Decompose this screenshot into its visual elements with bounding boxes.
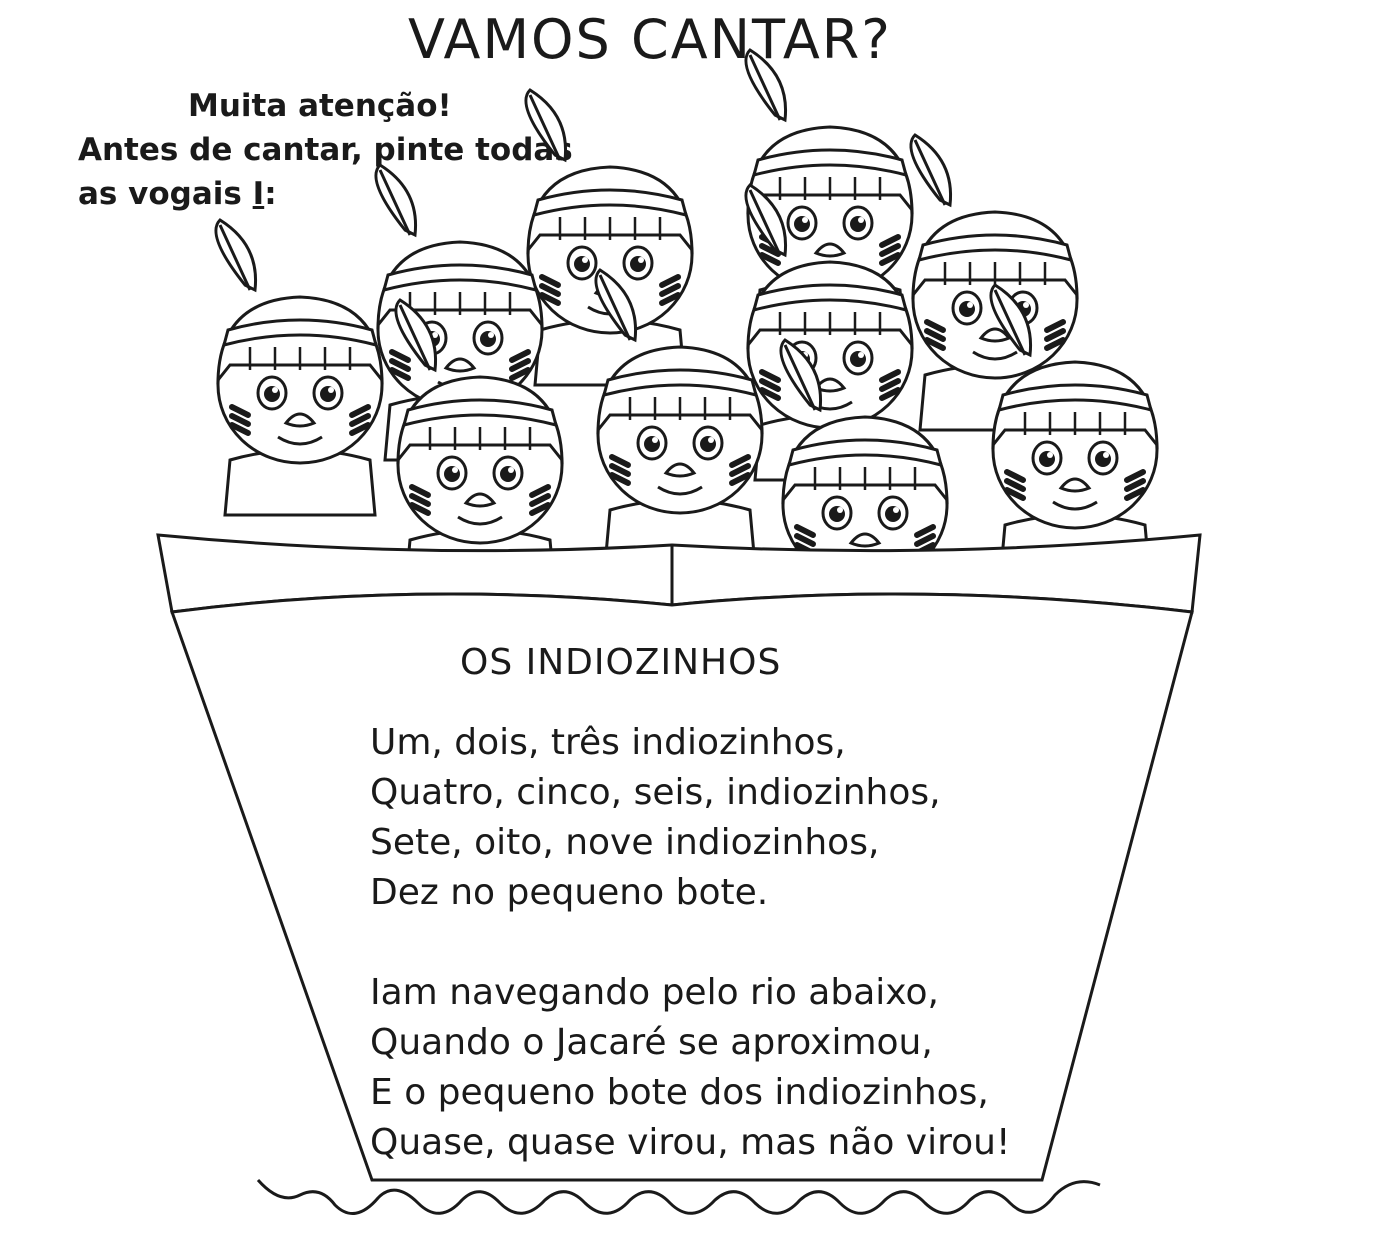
instruction-line-1: Muita atenção!	[188, 88, 452, 124]
verse-line: Iam navegando pelo rio abaixo,	[370, 972, 939, 1013]
headband	[916, 233, 1074, 263]
headband	[531, 188, 689, 218]
child-figure	[594, 268, 764, 567]
instruction-line-3-prefix: as vogais	[78, 176, 253, 212]
child-figure	[524, 88, 694, 387]
instruction-line-2: Antes de cantar, pinte todas	[78, 132, 573, 168]
song-verses: Um, dois, três indiozinhos, Quatro, cinc…	[370, 718, 1010, 1218]
verse-line: Quase, quase virou, mas não virou!	[370, 1122, 1011, 1163]
headband	[996, 383, 1154, 413]
headband	[221, 318, 379, 348]
song-title: OS INDIOZINHOS	[460, 642, 782, 683]
verse-line: Sete, oito, nove indiozinhos,	[370, 822, 880, 863]
page-title: VAMOS CANTAR?	[408, 8, 892, 71]
instruction-line-3: as vogais I:	[78, 172, 573, 216]
verse-line: Dez no pequeno bote.	[370, 872, 769, 913]
vowel-letter: I	[252, 176, 265, 212]
headband	[786, 438, 944, 468]
water-waves	[256, 1179, 1101, 1215]
headband	[601, 368, 759, 398]
child-figure	[989, 283, 1159, 582]
stanza-1: Um, dois, três indiozinhos, Quatro, cinc…	[370, 718, 1010, 918]
verse-line: E o pequeno bote dos indiozinhos,	[370, 1072, 989, 1113]
headband	[401, 398, 559, 428]
instructions: Muita atenção! Antes de cantar, pinte to…	[78, 84, 573, 216]
child-figure	[744, 183, 914, 482]
verse-line: Quando o Jacaré se aproximou,	[370, 1022, 933, 1063]
stanza-2: Iam navegando pelo rio abaixo, Quando o …	[370, 968, 1010, 1168]
headband	[381, 263, 539, 293]
child-figure	[214, 218, 384, 517]
headband	[751, 283, 909, 313]
headband	[751, 148, 909, 178]
children-group	[214, 48, 1159, 637]
boat	[156, 533, 1202, 1182]
instruction-line-3-suffix: :	[264, 176, 277, 212]
verse-line: Quatro, cinco, seis, indiozinhos,	[370, 772, 941, 813]
verse-line: Um, dois, três indiozinhos,	[370, 722, 846, 763]
